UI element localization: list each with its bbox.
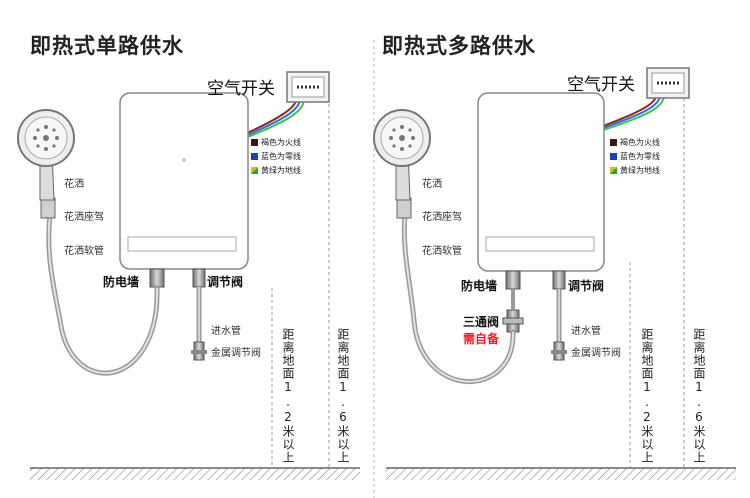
right-hose-label: 花洒软管 — [422, 246, 462, 257]
legend-text: 蓝色为零线 — [261, 152, 301, 161]
right-metal-valve-label: 金属调节阀 — [571, 348, 621, 359]
heater-display — [127, 236, 237, 252]
shower-holder — [396, 197, 412, 219]
right-legend-brown: 褐色为火线 — [610, 137, 660, 148]
heater-body — [119, 92, 249, 270]
heater-body — [477, 92, 605, 272]
left-legend-yellow-green: 黄绿为地线 — [251, 165, 301, 176]
heater-display — [485, 236, 595, 252]
legend-text: 褐色为火线 — [261, 138, 301, 147]
wire-green — [244, 99, 305, 139]
left-height-1-2m-label: 距离地面1.2米以上 — [281, 328, 295, 464]
left-legend-blue: 蓝色为零线 — [251, 151, 301, 162]
left-hose-label: 花洒软管 — [64, 246, 104, 257]
right-title: 即热式多路供水 — [382, 34, 536, 58]
left-legend-brown: 褐色为火线 — [251, 137, 301, 148]
left-height-1-6m-label: 距离地面1.6米以上 — [336, 328, 350, 464]
regulating-valve-fitting — [552, 270, 566, 290]
yellow-green-swatch-icon — [251, 167, 258, 174]
left-panel-graphics — [17, 71, 360, 480]
legend-text: 黄绿为地线 — [620, 166, 660, 175]
right-legend-yellow-green: 黄绿为地线 — [610, 165, 660, 176]
wire-green — [602, 95, 665, 131]
ground-hatch — [386, 468, 736, 480]
right-legend-blue: 蓝色为零线 — [610, 151, 660, 162]
right-valve-label: 调节阀 — [568, 279, 605, 293]
left-shower-label: 花洒 — [64, 179, 84, 190]
right-wall-label: 防电墙 — [461, 279, 498, 293]
left-inlet-label: 进水管 — [211, 326, 241, 337]
regulating-valve-fitting — [192, 268, 206, 288]
right-air-switch-label: 空气开关 — [567, 75, 635, 95]
left-title: 即热式单路供水 — [30, 34, 184, 58]
yellow-green-swatch-icon — [610, 167, 617, 174]
right-three-way-label: 三通阀 — [463, 315, 500, 329]
right-needed-label: 需自备 — [463, 332, 500, 346]
right-inlet-label: 进水管 — [571, 326, 601, 337]
brown-swatch-icon — [251, 139, 258, 146]
legend-text: 褐色为火线 — [620, 138, 660, 147]
left-wall-label: 防电墙 — [103, 275, 140, 289]
shower-holder — [40, 197, 56, 219]
left-air-switch-label: 空气开关 — [207, 79, 275, 99]
left-holder-label: 花洒座驾 — [64, 212, 104, 223]
ground-hatch — [30, 468, 360, 480]
wire-brown — [244, 99, 297, 135]
right-shower-label: 花洒 — [422, 179, 442, 190]
blue-swatch-icon — [251, 153, 258, 160]
right-holder-label: 花洒座驾 — [422, 212, 462, 223]
wire-blue — [244, 99, 301, 137]
legend-text: 黄绿为地线 — [261, 166, 301, 175]
blue-swatch-icon — [610, 153, 617, 160]
left-valve-label: 调节阀 — [207, 275, 244, 289]
right-height-1-2m-label: 距离地面1.2米以上 — [640, 328, 654, 464]
brown-swatch-icon — [610, 139, 617, 146]
right-panel-graphics — [373, 67, 736, 480]
left-metal-valve-label: 金属调节阀 — [211, 348, 261, 359]
right-height-1-6m-label: 距离地面1.6米以上 — [692, 328, 706, 464]
anti-electric-wall-fitting — [149, 268, 165, 288]
legend-text: 蓝色为零线 — [620, 152, 660, 161]
anti-electric-wall-fitting — [505, 270, 521, 290]
